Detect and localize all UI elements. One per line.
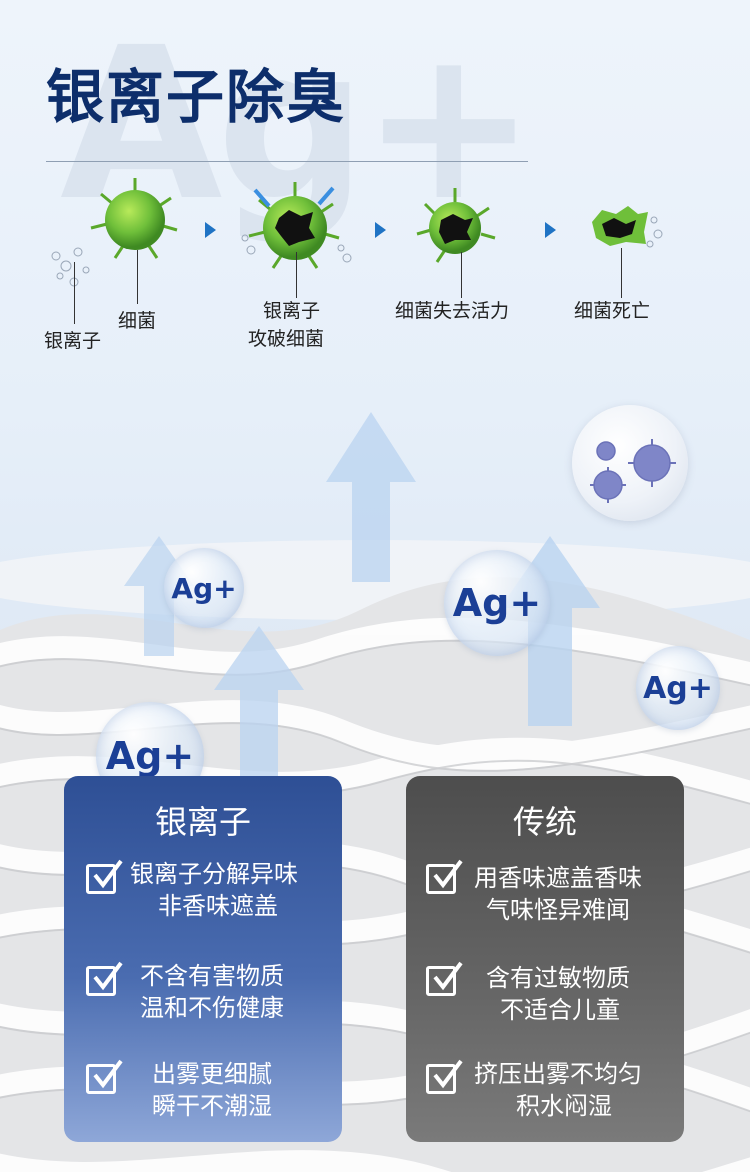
step-label: 银离子	[263, 300, 321, 322]
check-icon	[426, 1059, 463, 1094]
item-line: 气味怪异难闻	[486, 896, 630, 924]
check-icon	[86, 961, 123, 996]
step-label: 细菌死亡	[574, 300, 651, 322]
traditional-panel: 传统 用香味遮盖香味 气味怪异难闻 含有过敏物质 不适合儿童 挤压出雾不均匀 积…	[406, 776, 684, 1142]
pointer-line	[296, 252, 297, 298]
panel-title: 传统	[512, 803, 577, 841]
check-icon	[426, 961, 463, 996]
inactive-bacteria-icon	[416, 188, 496, 263]
step-label: 细菌	[118, 310, 157, 332]
page-title: 银离子除臭	[46, 63, 347, 131]
step-label: 银离子	[44, 330, 102, 352]
benefit-item: 出雾更细腻 瞬干不潮湿	[64, 1058, 342, 1128]
title-divider	[46, 161, 528, 162]
step-label: 攻破细菌	[248, 328, 325, 350]
check-icon	[86, 859, 123, 894]
check-icon	[86, 1059, 123, 1094]
item-line: 瞬干不潮湿	[152, 1092, 272, 1120]
ag-ion-bubble: Ag+	[636, 646, 720, 730]
germ-bubble	[572, 405, 688, 521]
benefit-item: 不含有害物质 温和不伤健康	[64, 960, 342, 1030]
item-line: 含有过敏物质	[486, 964, 630, 992]
virus-icon	[590, 439, 676, 503]
item-line: 挤压出雾不均匀	[474, 1060, 642, 1088]
up-arrow-icon	[214, 626, 304, 786]
pointer-line	[621, 248, 622, 298]
pointer-line	[461, 252, 462, 298]
process-illustration	[51, 178, 663, 287]
item-line: 不含有害物质	[140, 962, 284, 990]
panel-title: 银离子	[154, 803, 251, 841]
item-line: 非香味遮盖	[158, 892, 278, 920]
drawback-item: 含有过敏物质 不适合儿童	[406, 960, 684, 1030]
benefit-item: 银离子分解异味 非香味遮盖	[64, 858, 342, 928]
pointer-line	[74, 262, 75, 324]
item-line: 出雾更细腻	[152, 1060, 272, 1088]
drawback-item: 挤压出雾不均匀 积水闷湿	[406, 1056, 684, 1126]
item-line: 银离子分解异味	[130, 860, 298, 888]
silver-ion-bubbles-icon	[51, 247, 90, 287]
item-line: 积水闷湿	[516, 1092, 612, 1120]
silver-ion-panel: 银离子 银离子分解异味 非香味遮盖 不含有害物质 温和不伤健康 出雾更细腻 瞬干…	[64, 776, 342, 1142]
item-line: 不适合儿童	[500, 996, 620, 1024]
check-icon	[426, 859, 463, 894]
drawback-item: 用香味遮盖香味 气味怪异难闻	[406, 858, 684, 928]
ag-ion-bubble: Ag+	[164, 548, 244, 628]
ag-ion-bubble: Ag+	[444, 550, 550, 656]
up-arrow-icon	[326, 412, 416, 582]
dead-bacteria-icon	[592, 206, 663, 248]
pointer-line	[137, 250, 138, 304]
bacteria-attacked-icon	[241, 182, 352, 269]
step-label: 细菌失去活力	[395, 300, 510, 322]
bacteria-icon	[90, 178, 178, 259]
item-line: 温和不伤健康	[140, 994, 284, 1022]
item-line: 用香味遮盖香味	[474, 864, 642, 892]
